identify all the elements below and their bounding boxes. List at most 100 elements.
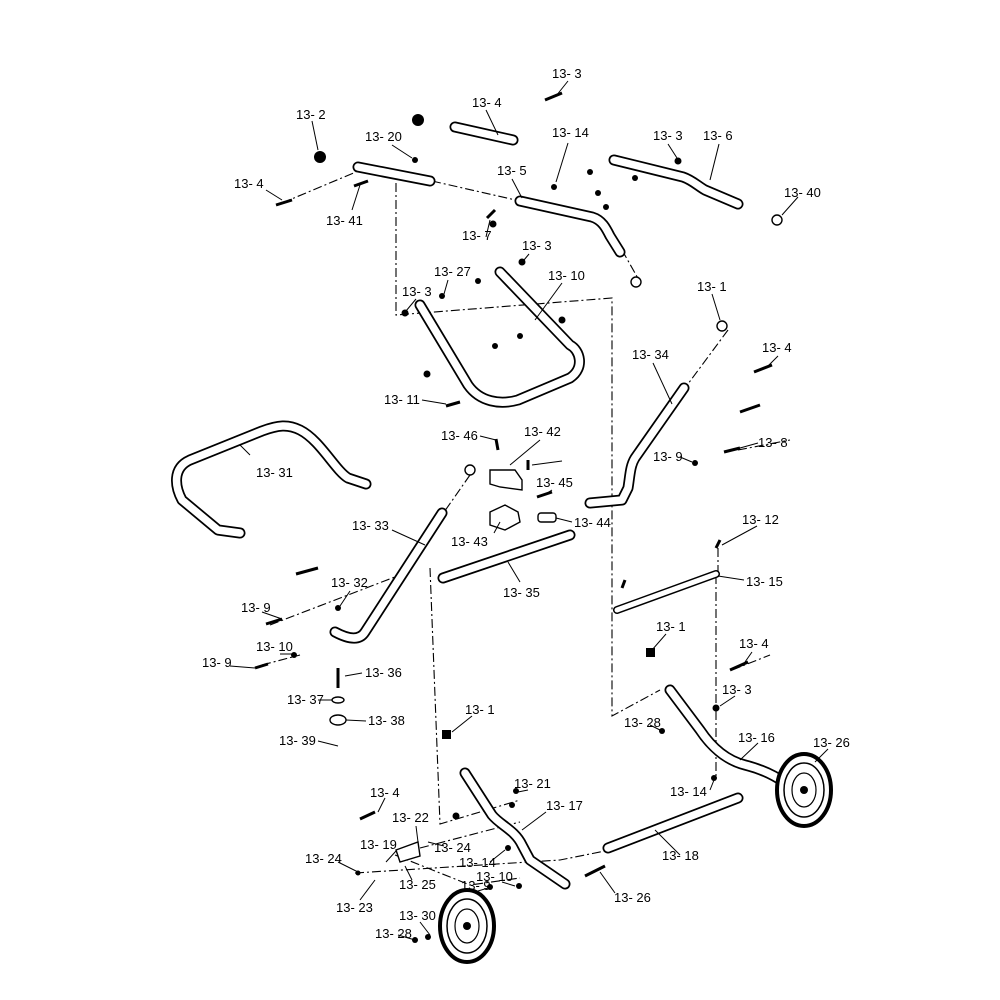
callout-13-41: 13- 42 <box>524 424 561 439</box>
washer-13-36 <box>331 696 345 704</box>
nut <box>291 652 297 658</box>
callout-13-15: 13- 15 <box>746 574 783 589</box>
nut <box>505 845 511 851</box>
cap-13-1-low <box>442 730 451 739</box>
bolt-13-8 <box>485 208 497 220</box>
callout-13-18: 13- 18 <box>662 848 699 863</box>
callout-13-10-right: 13- 9 <box>653 449 683 464</box>
callout-13-36: 13- 37 <box>287 692 324 707</box>
center-line-left-leg <box>441 474 471 516</box>
front-bent-leg-13-17 <box>459 767 571 890</box>
center-line-top-frame <box>395 183 661 717</box>
callout-13-10-low: 13- 10 <box>476 869 513 884</box>
callout-13-37: 13- 38 <box>368 713 405 728</box>
bolt-mid <box>620 579 627 589</box>
callout-13-45: 13- 46 <box>441 428 478 443</box>
nut <box>632 175 638 181</box>
callout-13-14-low: 13- 14 <box>459 855 496 870</box>
callout-13-14-rear: 13- 14 <box>670 784 707 799</box>
bolt-13-4-right <box>753 363 773 374</box>
cross-bar-13-34 <box>437 529 576 584</box>
nut <box>603 204 609 210</box>
callout-13-28-low: 13- 28 <box>375 926 412 941</box>
callout-13-26: 13- 26 <box>614 890 651 905</box>
callout-13-4-top: 13- 3 <box>552 66 582 81</box>
frame-tubes <box>171 121 801 890</box>
callout-13-34: 13- 35 <box>503 585 540 600</box>
bolt-13-9-left <box>265 617 283 626</box>
callout-13-3-rear: 13- 3 <box>722 682 752 697</box>
callout-13-4-left: 13- 4 <box>234 176 264 191</box>
nut <box>452 812 460 820</box>
nut <box>423 370 431 378</box>
callout-13-6: 13- 5 <box>497 163 527 178</box>
callout-13-4-front: 13- 4 <box>370 785 400 800</box>
callout-13-27: 13- 26 <box>813 735 850 750</box>
callout-13-9-right: 13- 8 <box>758 435 788 450</box>
callout-13-13: 13- 12 <box>742 512 779 527</box>
bolt-left-upper <box>295 566 319 576</box>
bracket-13-42 <box>489 504 521 531</box>
center-line-bolts-left <box>261 574 401 666</box>
cap-13-2 <box>314 151 326 163</box>
cap-top <box>412 114 424 126</box>
callout-13-20-low: 13- 21 <box>514 776 551 791</box>
bent-tube-13-7 <box>608 154 744 210</box>
axle-13-18 <box>602 792 744 854</box>
nut <box>401 309 409 317</box>
callout-13-32: 13- 33 <box>352 518 389 533</box>
callout-13-1-top: 13- 1 <box>697 279 727 294</box>
callout-13-11: 13- 10 <box>548 268 585 283</box>
callout-13-3-left: 13- 3 <box>402 284 432 299</box>
spacer-13-37 <box>329 714 347 726</box>
callout-13-9-left: 13- 9 <box>241 600 271 615</box>
nut <box>489 220 497 228</box>
callout-13-2: 13- 2 <box>296 107 326 122</box>
nut <box>425 934 431 940</box>
callout-13-7: 13- 6 <box>703 128 733 143</box>
nut <box>516 883 522 889</box>
left-leg-13-32 <box>329 507 448 644</box>
callout-13-4-right: 13- 4 <box>762 340 792 355</box>
callout-labels: 13- 3 13- 4 13- 2 13- 20 13- 14 13- 3 13… <box>202 66 850 941</box>
nut <box>335 605 341 611</box>
rod-13-15 <box>613 570 720 614</box>
bolt-13-4-top <box>544 91 563 102</box>
callout-13-30: 13- 31 <box>256 465 293 480</box>
hardware-parts <box>254 91 783 943</box>
top-short-tube <box>352 161 436 187</box>
bolt-13-45 <box>494 438 500 451</box>
center-line-right-leg <box>684 329 791 451</box>
nut <box>595 190 601 196</box>
callout-13-31: 13- 32 <box>331 575 368 590</box>
tube-13-5 <box>449 121 519 146</box>
nut <box>558 316 566 324</box>
bolt-13-13 <box>714 539 722 549</box>
nut <box>412 157 418 163</box>
bolt-13-12 <box>445 400 461 408</box>
nut <box>513 788 519 794</box>
callout-13-28-mid: 13- 28 <box>624 715 661 730</box>
bolt-right-mid <box>739 403 761 414</box>
cap-13-1-mid <box>646 648 655 657</box>
bracket-13-21 <box>395 841 421 863</box>
callout-13-25: 13- 25 <box>399 877 436 892</box>
cap-13-6-end <box>630 276 642 288</box>
nut <box>492 343 498 349</box>
nut <box>692 460 698 466</box>
cap-left-leg <box>464 464 476 476</box>
callout-13-44: 13- 45 <box>536 475 573 490</box>
callout-13-16: 13- 16 <box>738 730 775 745</box>
callout-13-29: 13- 30 <box>399 908 436 923</box>
bolt-13-4-left <box>275 198 293 207</box>
bolt-13-4-front <box>359 810 376 821</box>
handle-u-tube <box>171 420 372 539</box>
bolt-13-40 <box>353 179 369 188</box>
nut <box>509 802 515 808</box>
cap-13-39 <box>771 214 783 226</box>
nut <box>518 258 526 266</box>
bolt-13-4-rear <box>729 660 749 672</box>
right-leg-13-33 <box>584 382 690 509</box>
callout-13-20-top: 13- 20 <box>365 129 402 144</box>
bolt-13-9-lower <box>254 662 269 670</box>
